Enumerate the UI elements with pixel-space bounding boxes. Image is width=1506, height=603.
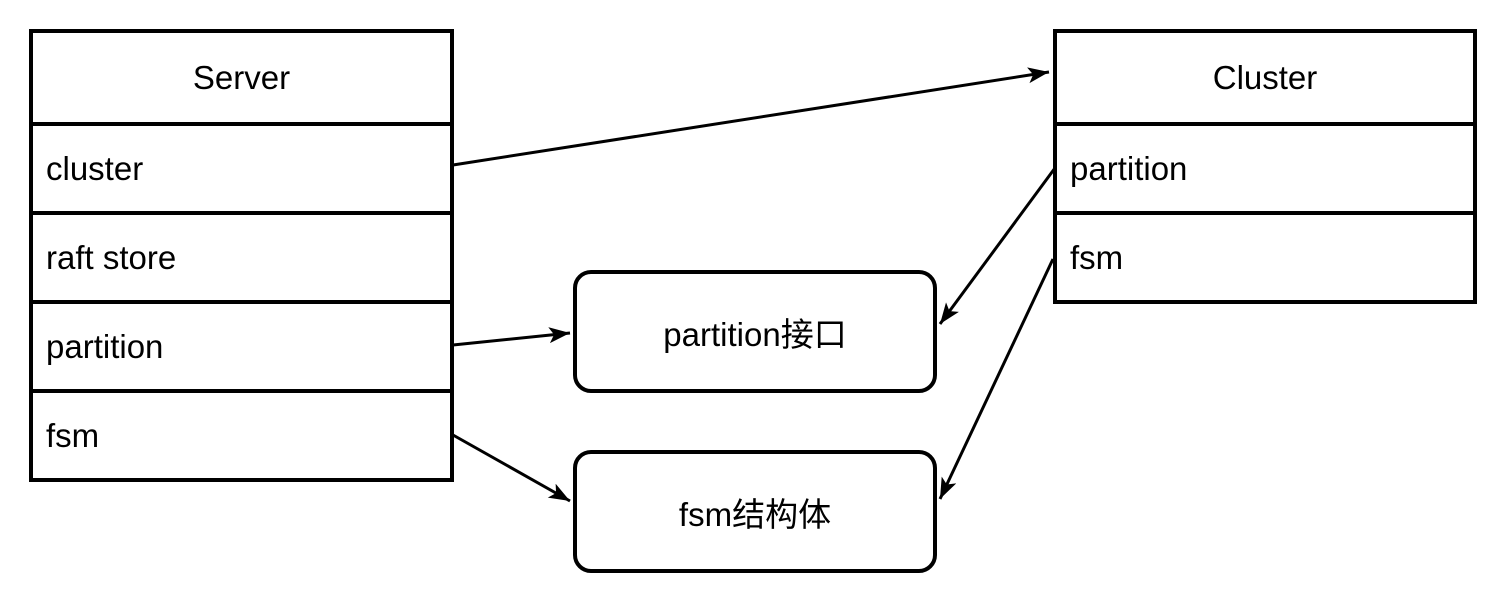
edge-server-fsm-to-fsm-struct (452, 433, 571, 503)
entity-cluster: Cluster partition fsm (1053, 29, 1477, 304)
server-field-partition: partition (33, 300, 450, 389)
node-fsm-struct: fsm结构体 (573, 450, 937, 573)
edge-cluster-fsm-to-fsm-struct (938, 258, 1055, 500)
edge-cluster-partition-to-partition-interface (938, 167, 1057, 325)
entity-server: Server cluster raft store partition fsm (29, 29, 454, 482)
entity-server-title: Server (192, 58, 291, 96)
edge-server-cluster-to-cluster (452, 67, 1050, 167)
cluster-field-fsm: fsm (1057, 211, 1473, 300)
edge-server-partition-to-partition-interface (452, 327, 571, 347)
server-field-raft-store: raft store (33, 211, 450, 300)
entity-cluster-title: Cluster (1212, 58, 1318, 96)
server-field-cluster: cluster (33, 122, 450, 211)
node-partition-interface: partition接口 (573, 270, 937, 393)
server-field-fsm: fsm (33, 389, 450, 478)
cluster-field-partition: partition (1057, 122, 1473, 211)
